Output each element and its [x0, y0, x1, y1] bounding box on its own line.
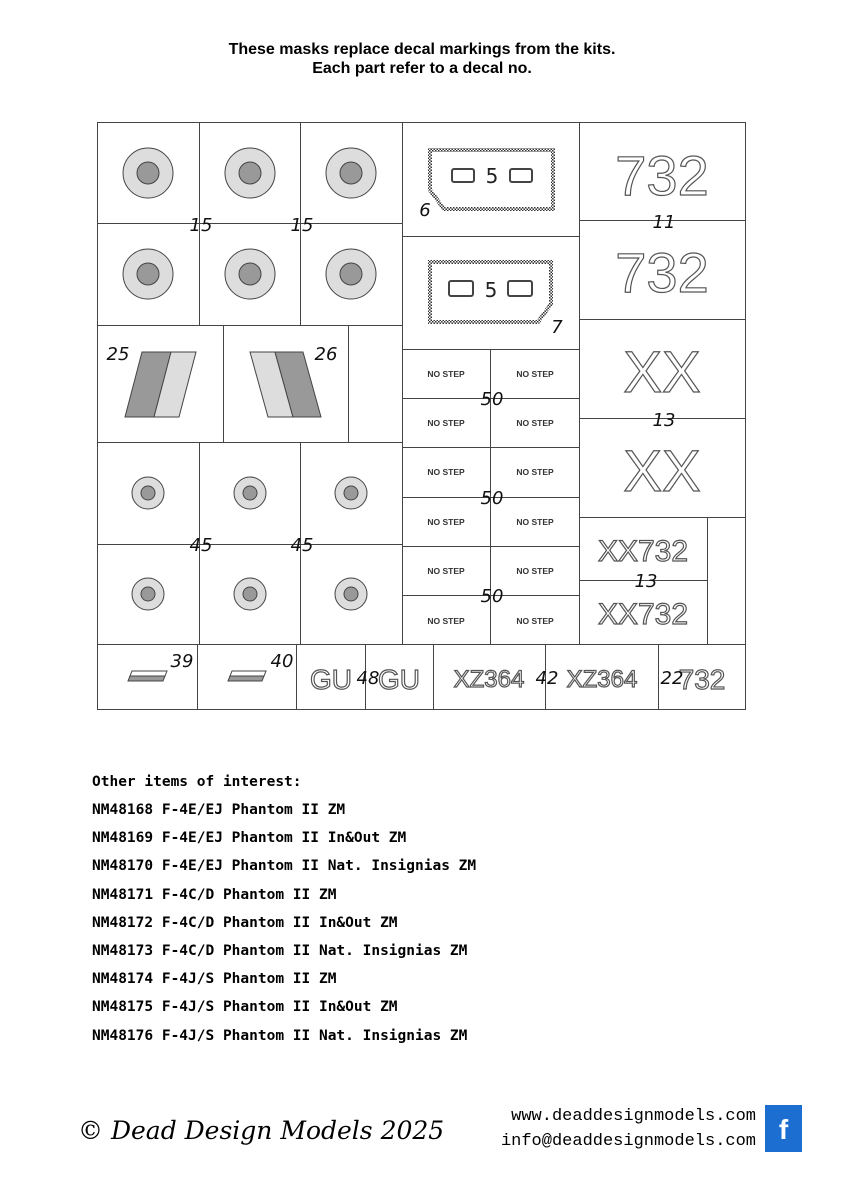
no-step-stencil: NO STEP [516, 616, 554, 626]
fin-flash-26 [249, 351, 322, 418]
other-item: NM48168 F-4E/EJ Phantom II ZM [92, 802, 346, 818]
roundel-small [334, 476, 368, 510]
code-xx-bottom: XX [623, 439, 700, 504]
instructions-header: These masks replace decal markings from … [0, 40, 844, 78]
no-step-stencil: NO STEP [516, 566, 554, 576]
email-link[interactable]: info@deaddesignmodels.com [500, 1132, 756, 1151]
serial-732-bottom: 732 [615, 241, 708, 304]
other-item: NM48174 F-4J/S Phantom II ZM [92, 971, 337, 988]
roundel-large [325, 147, 377, 199]
no-step-stencil: NO STEP [516, 517, 554, 527]
serial-xz364-right: XZ364 [567, 666, 638, 693]
part-number-39: 39 [171, 651, 194, 672]
no-step-stencil: NO STEP [427, 517, 465, 527]
other-items-title: Other items of interest: [92, 774, 302, 790]
facebook-icon[interactable]: f [765, 1105, 802, 1152]
other-item: NM48169 F-4E/EJ Phantom II In&Out ZM [92, 830, 407, 847]
part-number-15: 15 [291, 215, 314, 236]
part-number-50: 50 [481, 488, 504, 509]
roundel-group-15 [122, 147, 377, 300]
no-step-stencil: NO STEP [427, 467, 465, 477]
panel-6 [428, 148, 555, 211]
part-number-15: 15 [190, 215, 213, 236]
panel-7-label: 5 [485, 278, 498, 302]
contact-block: www.deaddesignmodels.com info@deaddesign… [501, 1104, 756, 1154]
roundel-group-45 [131, 476, 368, 611]
part-number-11: 11 [653, 212, 676, 233]
other-items-list: NM48168 F-4E/EJ Phantom II ZM NM48169 F-4… [92, 799, 476, 1053]
part-number-50: 50 [481, 586, 504, 607]
part-number-13: 13 [653, 410, 676, 431]
serial-732-top: 732 [615, 144, 708, 207]
part-number-48: 48 [357, 668, 380, 689]
roundel-large [325, 248, 377, 300]
code-xx732-bottom: XX732 [598, 598, 688, 631]
roundel-small [131, 476, 165, 510]
other-item: NM48176 F-4J/S Phantom II Nat. Insignias… [92, 1027, 468, 1044]
roundel-large [224, 248, 276, 300]
roundel-small [131, 577, 165, 611]
no-step-stencil: NO STEP [427, 369, 465, 379]
other-items-section: Other items of interest: NM48168 F-4E/EJ… [92, 771, 476, 1053]
roundel-small [233, 577, 267, 611]
strip-40 [227, 670, 267, 682]
part-number-42: 42 [536, 668, 559, 689]
part-number-7: 7 [551, 317, 563, 338]
header-line-2: Each part refer to a decal no. [312, 60, 532, 77]
part-number-6: 6 [419, 200, 430, 221]
other-item: NM48175 F-4J/S Phantom II In&Out ZM [92, 999, 398, 1016]
code-gu-left: GU [310, 664, 352, 695]
part-number-25: 25 [107, 344, 130, 365]
no-step-stencil: NO STEP [427, 566, 465, 576]
sheet-grid [97, 122, 746, 710]
no-step-stencil: NO STEP [516, 418, 554, 428]
part-number-45: 45 [291, 535, 314, 556]
no-step-stencil: NO STEP [516, 467, 554, 477]
serial-xz364-left: XZ364 [454, 666, 525, 693]
no-step-stencil: NO STEP [427, 616, 465, 626]
other-item: NM48170 F-4E/EJ Phantom II Nat. Insignia… [92, 858, 477, 875]
copyright-text: © Dead Design Models 2025 [78, 1116, 445, 1145]
roundel-small [334, 577, 368, 611]
roundel-small [233, 476, 267, 510]
panel-6-label: 5 [486, 164, 499, 188]
panel-7 [428, 260, 553, 324]
strip-39 [127, 670, 168, 682]
part-number-22: 22 [661, 668, 684, 689]
website-link[interactable]: www.deaddesignmodels.com [511, 1107, 756, 1126]
header-line-1: These masks replace decal markings from … [228, 41, 616, 58]
other-item: NM48171 F-4C/D Phantom II ZM [92, 886, 337, 903]
code-xx-top: XX [623, 340, 700, 405]
part-number-50: 50 [481, 389, 504, 410]
fin-flash-25 [124, 351, 197, 418]
no-step-stencil: NO STEP [516, 369, 554, 379]
part-number-13: 13 [635, 571, 658, 592]
code-gu-right: GU [378, 664, 420, 695]
part-number-26: 26 [315, 344, 338, 365]
no-step-stencil: NO STEP [427, 418, 465, 428]
part-number-40: 40 [271, 651, 294, 672]
serial-732-small: 732 [679, 664, 726, 695]
roundel-large [122, 248, 174, 300]
roundel-large [224, 147, 276, 199]
other-item: NM48172 F-4C/D Phantom II In&Out ZM [92, 914, 398, 931]
part-number-45: 45 [190, 535, 213, 556]
roundel-large [122, 147, 174, 199]
other-item: NM48173 F-4C/D Phantom II Nat. Insignias… [92, 942, 468, 959]
code-xx732-top: XX732 [598, 535, 688, 568]
